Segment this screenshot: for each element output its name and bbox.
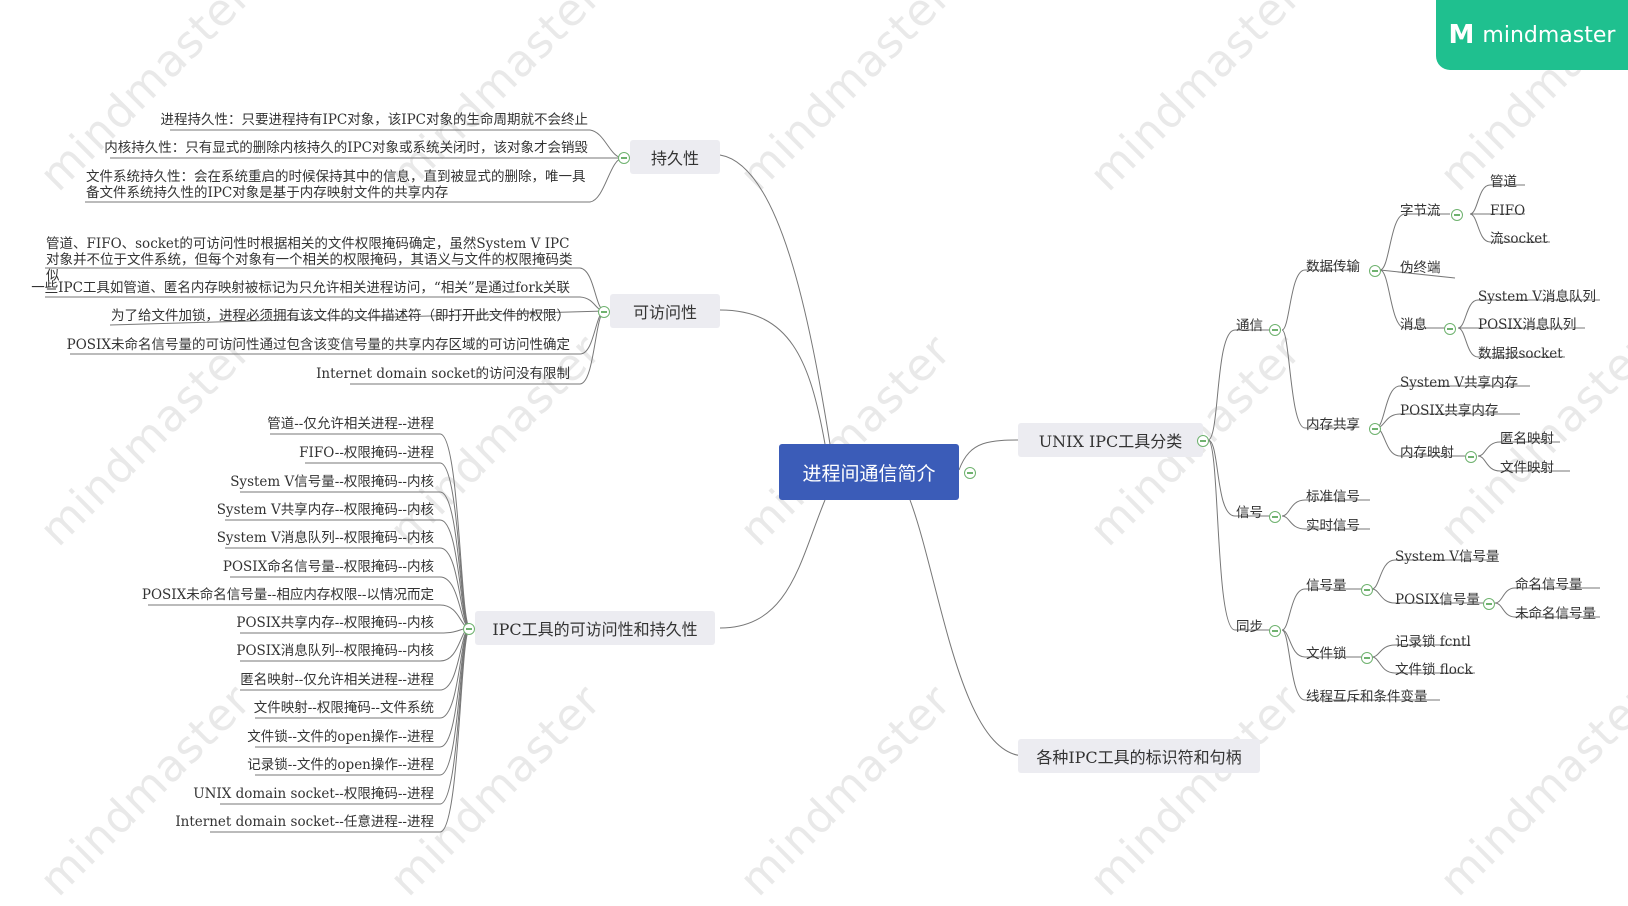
collapse-toggle-icon[interactable] (1361, 652, 1373, 664)
leaf-ipc-posix-msg[interactable]: POSIX消息队列--权限掩码--内核 (236, 643, 434, 659)
leaf-anon-map[interactable]: 匿名映射 (1500, 431, 1554, 447)
leaf-posix-shm[interactable]: POSIX共享内存 (1400, 403, 1499, 419)
topic-handles[interactable]: 各种IPC工具的标识符和句柄 (1018, 739, 1260, 773)
collapse-toggle-icon[interactable] (1465, 451, 1477, 463)
node-sync[interactable]: 同步 (1236, 619, 1263, 635)
mindmaster-logo-icon: M (1448, 20, 1475, 50)
collapse-toggle-icon[interactable] (1369, 265, 1381, 277)
leaf-ipc-pipe[interactable]: 管道--仅允许相关进程--进程 (267, 416, 434, 432)
leaf-persistence-kernel[interactable]: 内核持久性：只有显式的删除内核持久的IPC对象或系统关闭时，该对象才会销毁 (104, 140, 588, 156)
collapse-toggle-icon[interactable] (1451, 209, 1463, 221)
leaf-stream-socket[interactable]: 流socket (1490, 231, 1548, 247)
leaf-access-file-mask[interactable]: 管道、FIFO、socket的可访问性时根据相关的文件权限掩码确定，虽然Syst… (46, 236, 573, 284)
node-signal[interactable]: 信号 (1236, 505, 1263, 521)
leaf-access-posix-sem[interactable]: POSIX未命名信号量的可访问性通过包含该变信号量的共享内存区域的可访问性确定 (66, 337, 570, 353)
mindmap-connectors (45, 129, 1600, 833)
collapse-toggle-icon[interactable] (618, 152, 630, 164)
leaf-pipe[interactable]: 管道 (1490, 174, 1517, 190)
leaf-named-sem[interactable]: 命名信号量 (1515, 577, 1583, 593)
node-communication[interactable]: 通信 (1236, 318, 1263, 334)
leaf-ipc-anon-map[interactable]: 匿名映射--仅允许相关进程--进程 (240, 672, 434, 688)
leaf-pseudo-terminal[interactable]: 伪终端 (1400, 260, 1441, 276)
leaf-sysv-shm[interactable]: System V共享内存 (1400, 375, 1519, 391)
leaf-file-map[interactable]: 文件映射 (1500, 460, 1554, 476)
collapse-toggle-icon[interactable] (1197, 435, 1209, 447)
node-posix-sem[interactable]: POSIX信号量 (1395, 592, 1480, 608)
leaf-realtime-signal[interactable]: 实时信号 (1306, 518, 1360, 534)
leaf-persistence-process[interactable]: 进程持久性：只要进程持有IPC对象，该IPC对象的生命周期就不会终止 (160, 112, 589, 128)
root-topic[interactable]: 进程间通信简介 (779, 444, 959, 500)
leaf-datagram-socket[interactable]: 数据报socket (1478, 346, 1563, 362)
node-byte-stream[interactable]: 字节流 (1400, 203, 1441, 219)
leaf-ipc-fifo[interactable]: FIFO--权限掩码--进程 (299, 445, 434, 461)
leaf-thread-sync[interactable]: 线程互斥和条件变量 (1306, 689, 1428, 705)
collapse-toggle-icon[interactable] (463, 623, 475, 635)
node-semaphore[interactable]: 信号量 (1306, 578, 1347, 594)
leaf-ipc-sysv-msg[interactable]: System V消息队列--权限掩码--内核 (216, 530, 434, 546)
leaf-ipc-posix-shm[interactable]: POSIX共享内存--权限掩码--内核 (236, 615, 434, 631)
topic-classification[interactable]: UNIX IPC工具分类 (1018, 423, 1203, 457)
leaf-unnamed-sem[interactable]: 未命名信号量 (1515, 606, 1596, 622)
node-message[interactable]: 消息 (1400, 317, 1427, 333)
collapse-toggle-icon[interactable] (1369, 423, 1381, 435)
collapse-toggle-icon[interactable] (1269, 324, 1281, 336)
leaf-ipc-posix-unnamed-sem[interactable]: POSIX未命名信号量--相应内存权限--以情况而定 (141, 587, 434, 603)
leaf-ipc-file-map[interactable]: 文件映射--权限掩码--文件系统 (253, 700, 434, 716)
node-data-transfer[interactable]: 数据传输 (1306, 259, 1360, 275)
collapse-toggle-icon[interactable] (1444, 323, 1456, 335)
mindmaster-badge[interactable]: M mindmaster (1436, 0, 1628, 70)
node-shared-memory[interactable]: 内存共享 (1306, 417, 1360, 433)
leaf-ipc-file-lock[interactable]: 文件锁--文件的open操作--进程 (247, 729, 434, 745)
leaf-ipc-sysv-sem[interactable]: System V信号量--权限掩码--内核 (230, 474, 434, 490)
brand-name: mindmaster (1482, 22, 1616, 48)
leaf-standard-signal[interactable]: 标准信号 (1306, 489, 1360, 505)
topic-persistence[interactable]: 持久性 (630, 140, 720, 174)
leaf-posix-msg[interactable]: POSIX消息队列 (1478, 317, 1577, 333)
collapse-toggle-icon[interactable] (1483, 598, 1495, 610)
collapse-toggle-icon[interactable] (1361, 584, 1373, 596)
leaf-ipc-record-lock[interactable]: 记录锁--文件的open操作--进程 (247, 757, 434, 773)
leaf-fcntl-lock[interactable]: 记录锁 fcntl (1395, 634, 1471, 650)
leaf-access-file-lock[interactable]: 为了给文件加锁，进程必须拥有该文件的文件描述符（即打开此文件的权限） (111, 308, 570, 324)
leaf-access-related[interactable]: 一些IPC工具如管道、匿名内存映射被标记为只允许相关进程访问，“相关”是通过fo… (31, 280, 570, 296)
topic-ipc-table[interactable]: IPC工具的可访问性和持久性 (475, 611, 715, 645)
leaf-ipc-inet-socket[interactable]: Internet domain socket--任意进程--进程 (175, 814, 434, 830)
leaf-ipc-unix-socket[interactable]: UNIX domain socket--权限掩码--进程 (193, 786, 434, 802)
node-file-lock[interactable]: 文件锁 (1306, 646, 1347, 662)
leaf-sysv-msg[interactable]: System V消息队列 (1478, 289, 1597, 305)
collapse-toggle-icon[interactable] (598, 306, 610, 318)
collapse-toggle-icon[interactable] (1269, 511, 1281, 523)
collapse-toggle-icon[interactable] (964, 467, 976, 479)
node-mmap[interactable]: 内存映射 (1400, 445, 1454, 461)
leaf-flock-lock[interactable]: 文件锁 flock (1395, 662, 1473, 678)
leaf-sysv-sem[interactable]: System V信号量 (1395, 549, 1500, 565)
collapse-toggle-icon[interactable] (1269, 625, 1281, 637)
topic-accessibility[interactable]: 可访问性 (610, 294, 720, 328)
leaf-ipc-sysv-shm[interactable]: System V共享内存--权限掩码--内核 (216, 502, 434, 518)
leaf-ipc-posix-named-sem[interactable]: POSIX命名信号量--权限掩码--内核 (222, 559, 434, 575)
leaf-persistence-filesystem[interactable]: 文件系统持久性：会在系统重启的时候保持其中的信息，直到被显式的删除，唯一具备文件… (86, 169, 586, 201)
leaf-fifo[interactable]: FIFO (1490, 203, 1526, 219)
leaf-access-inet-socket[interactable]: Internet domain socket的访问没有限制 (316, 366, 570, 382)
